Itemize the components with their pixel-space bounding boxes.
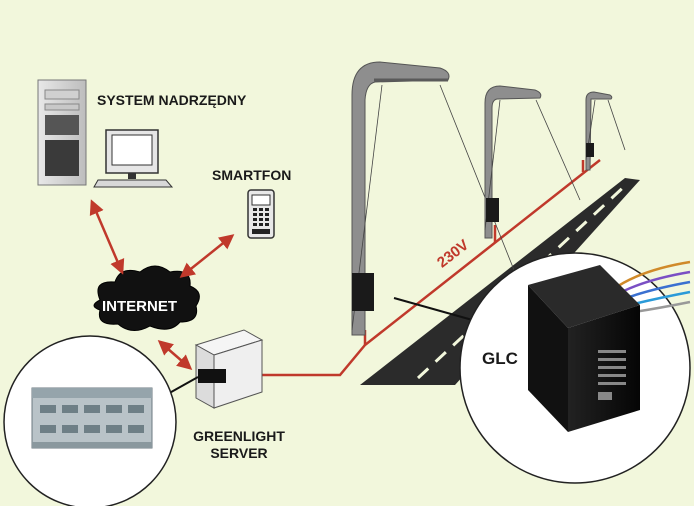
system-label: SYSTEM NADRZĘDNY [97, 92, 247, 108]
smartfon-label: SMARTFON [212, 167, 292, 183]
pc-tower-icon [37, 79, 87, 186]
controller-device-icon [3, 335, 177, 506]
cloud-icon [93, 265, 200, 331]
glc-module-icon [459, 252, 691, 484]
internet-label: INTERNET [102, 298, 177, 315]
server-label-line1: GREENLIGHT [193, 428, 285, 444]
smartphone-icon [247, 189, 275, 239]
glc-label: GLC [482, 349, 518, 368]
server-label: GREENLIGHT SERVER [184, 428, 294, 462]
monitor-icon [93, 129, 174, 188]
server-box-icon [194, 329, 264, 409]
street-lamp-2 [484, 85, 581, 239]
street-lamp-1 [351, 61, 521, 336]
server-label-line2: SERVER [210, 445, 268, 461]
street-lamp-3 [585, 91, 626, 171]
network-arrows [89, 199, 235, 370]
power-line [230, 159, 601, 377]
